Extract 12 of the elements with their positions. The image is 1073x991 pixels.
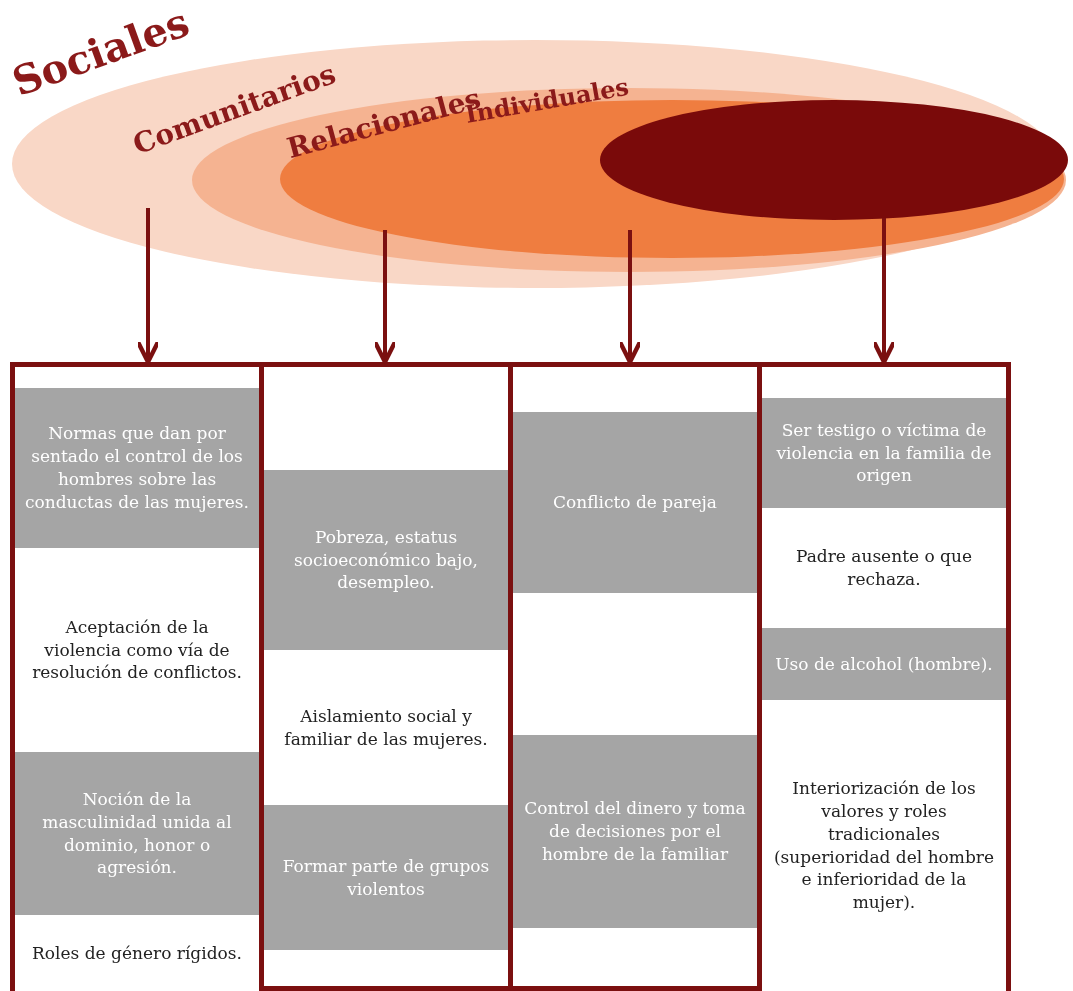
arrow: [372, 230, 398, 365]
shaded-factor-cell: Normas que dan por sentado el control de los hombres sobre las conductas de las mujeres.: [15, 388, 259, 548]
arrow: [871, 218, 897, 365]
shaded-factor-cell: Noción de la masculinidad unida al dominio, honor o agresión.: [15, 752, 259, 915]
shaded-factor-cell: Ser testigo o víctima de violencia en la familia de origen: [762, 398, 1006, 508]
shaded-factor-cell: Formar parte de grupos violentos: [264, 805, 508, 950]
arrow: [617, 230, 643, 365]
shaded-factor-cell: Uso de alcohol (hombre).: [762, 628, 1006, 700]
shaded-factor-cell: Control del dinero y toma de decisiones por el hombre de la familiar: [513, 735, 757, 928]
shaded-factor-cell: Pobreza, estatus socioeconómico bajo, desempleo.: [264, 470, 508, 650]
arrow: [135, 208, 161, 365]
shaded-factor-cell: Conflicto de pareja: [513, 412, 757, 593]
